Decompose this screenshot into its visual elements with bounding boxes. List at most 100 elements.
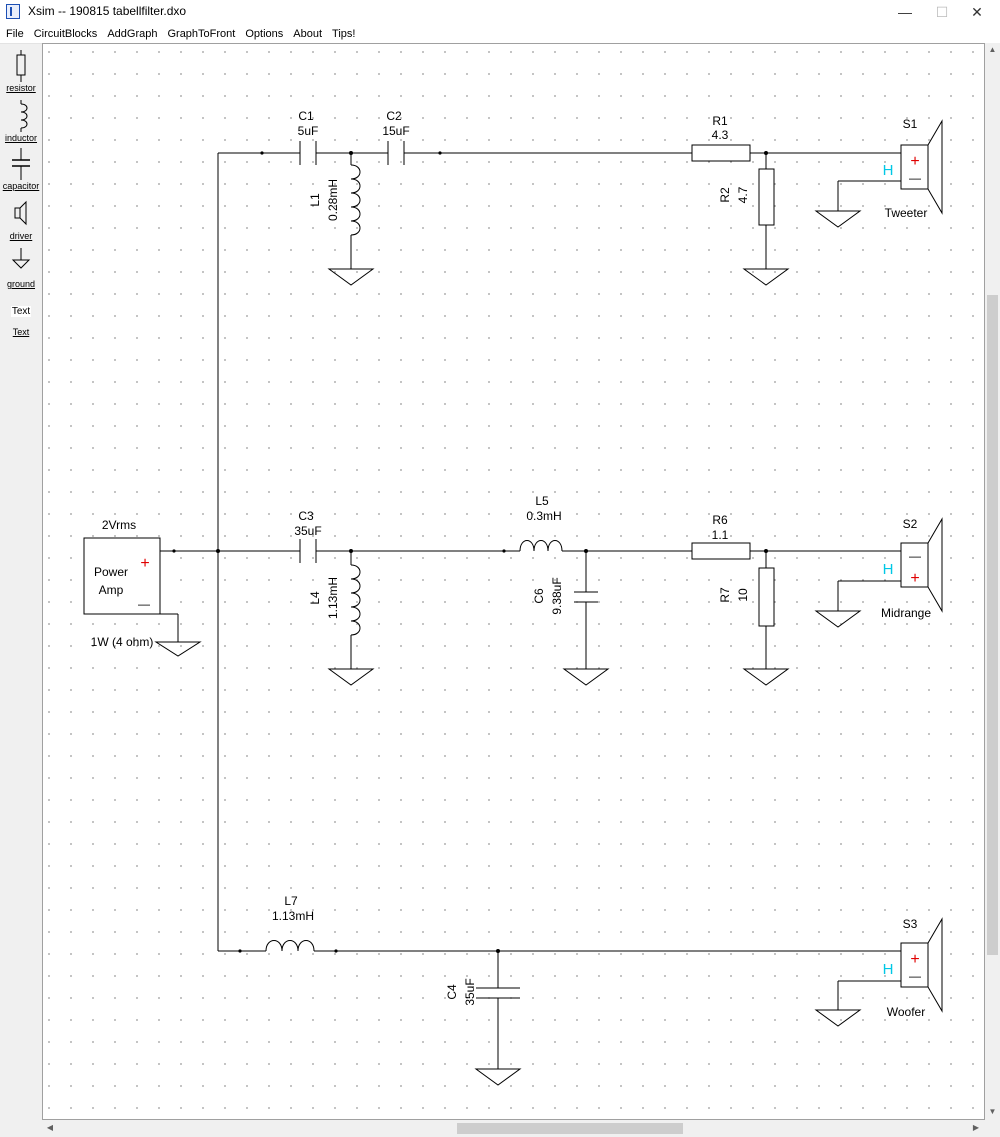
horizontal-scroll-thumb[interactable] [457, 1123, 683, 1134]
source-line2: Amp [99, 583, 124, 597]
s1-name: S1 [903, 117, 918, 131]
c3-symbol[interactable] [299, 539, 317, 563]
l7-value: 1.13mH [272, 909, 314, 923]
wires [172, 152, 901, 1069]
power-amp-block[interactable] [83, 537, 161, 615]
c2-name: C2 [386, 109, 402, 123]
palette-text[interactable]: Text [0, 326, 42, 337]
scroll-down-arrow-icon[interactable]: ▼ [988, 1107, 997, 1116]
menu-about[interactable]: About [293, 28, 323, 40]
c2-value: 15uF [382, 124, 409, 138]
horizontal-scrollbar[interactable]: ◀ ▶ [42, 1120, 985, 1137]
s1-hot: H [883, 162, 894, 179]
component-palette: resistor inductor capacitor driver groun… [0, 44, 42, 1137]
palette-inductor-label: inductor [4, 133, 38, 143]
palette-capacitor-label: capacitor [2, 181, 40, 191]
capacitor-icon [12, 148, 30, 180]
c1-value: 5uF [298, 124, 319, 138]
grid-dots [43, 44, 984, 1119]
palette-ground[interactable]: ground [0, 246, 42, 289]
scroll-left-arrow-icon[interactable]: ◀ [46, 1123, 54, 1132]
l7-symbol[interactable] [265, 940, 315, 952]
c4-symbol[interactable] [476, 987, 520, 999]
c4-name: C4 [445, 984, 459, 1000]
menu-file[interactable]: File [6, 28, 24, 40]
menu-circuitblocks[interactable]: CircuitBlocks [33, 28, 98, 40]
menu-options[interactable]: Options [245, 28, 284, 40]
inductor-icon [20, 100, 28, 132]
l1-symbol[interactable] [350, 164, 361, 236]
r1-symbol[interactable] [691, 144, 751, 162]
palette-driver[interactable]: driver [0, 198, 42, 241]
s3-plus: + [910, 951, 919, 968]
r6-name: R6 [712, 513, 728, 527]
l5-value: 0.3mH [526, 509, 561, 523]
l4-value: 1.13mH [326, 577, 340, 619]
scroll-corner [985, 1120, 1000, 1137]
menu-bar: File CircuitBlocks AddGraph GraphToFront Opt… [0, 24, 1000, 44]
s2-plus: + [910, 570, 919, 587]
palette-capacitor[interactable]: capacitor [0, 148, 42, 191]
r7-symbol[interactable] [758, 567, 775, 627]
s2-minus: — [909, 549, 921, 563]
menu-tips[interactable]: Tips! [332, 28, 356, 40]
l1-value: 0.28mH [326, 179, 340, 221]
r2-symbol[interactable] [758, 168, 775, 226]
close-button[interactable]: ✕ [971, 4, 983, 20]
amp-plus: + [140, 555, 149, 572]
s3-symbol[interactable] [900, 917, 943, 1013]
c1-symbol[interactable] [299, 141, 317, 165]
r1-name: R1 [712, 114, 728, 128]
palette-resistor[interactable]: resistor [0, 50, 42, 93]
palette-resistor-label: resistor [6, 83, 36, 93]
menu-graphtofront[interactable]: GraphToFront [167, 28, 236, 40]
ground-icon [11, 248, 31, 269]
amp-minus: — [138, 597, 150, 611]
s1-plus: + [910, 153, 919, 170]
palette-ground-label: ground [6, 279, 36, 289]
r6-symbol[interactable] [691, 542, 751, 560]
palette-text-sample[interactable]: Text [0, 301, 42, 319]
c2-symbol[interactable] [387, 141, 405, 165]
palette-driver-label: driver [9, 231, 33, 241]
source-line1: Power [94, 565, 128, 579]
menu-addgraph[interactable]: AddGraph [107, 28, 158, 40]
maximize-button[interactable]: ☐ [935, 4, 949, 20]
scroll-up-arrow-icon[interactable]: ▲ [988, 45, 997, 54]
palette-inductor[interactable]: inductor [0, 100, 42, 143]
text-sample: Text [10, 306, 32, 317]
r7-value: 10 [736, 588, 750, 602]
app-icon [6, 4, 20, 19]
schematic-drawing: C1 5uF C2 15uF R1 4.3 S1 Tweeter 2Vrms P… [43, 44, 984, 1119]
resistor-icon [16, 50, 26, 82]
r2-value: 4.7 [736, 186, 750, 203]
s1-label: Tweeter [885, 206, 928, 220]
vertical-scrollbar[interactable]: ▲ ▼ [985, 43, 1000, 1120]
c6-symbol[interactable] [574, 591, 598, 603]
palette-text-label: Text [12, 327, 30, 337]
l7-name: L7 [284, 894, 298, 908]
s2-symbol[interactable] [900, 517, 943, 613]
s3-hot: H [883, 961, 894, 978]
s2-name: S2 [903, 517, 918, 531]
source-power: 1W (4 ohm) [91, 635, 154, 649]
speaker-icon [14, 200, 27, 226]
title-bar: Xsim -- 190815 tabellfilter.dxo — ☐ ✕ [0, 0, 1000, 24]
r2-name: R2 [718, 187, 732, 203]
scroll-right-arrow-icon[interactable]: ▶ [972, 1123, 980, 1132]
minimize-button[interactable]: — [898, 4, 912, 20]
c6-value: 9.38uF [550, 577, 564, 614]
s3-minus: — [909, 969, 921, 983]
l5-symbol[interactable] [519, 540, 563, 552]
source-voltage: 2Vrms [102, 518, 136, 532]
s1-symbol[interactable] [900, 119, 943, 215]
schematic-canvas[interactable]: C1 5uF C2 15uF R1 4.3 S1 Tweeter 2Vrms P… [42, 43, 985, 1120]
vertical-scroll-thumb[interactable] [987, 295, 998, 955]
l4-symbol[interactable] [350, 564, 361, 636]
c4-value: 35uF [463, 978, 477, 1005]
s3-name: S3 [903, 917, 918, 931]
c6-name: C6 [532, 588, 546, 604]
window-title: Xsim -- 190815 tabellfilter.dxo [28, 4, 187, 18]
c1-name: C1 [298, 109, 314, 123]
s1-minus: — [909, 171, 921, 185]
